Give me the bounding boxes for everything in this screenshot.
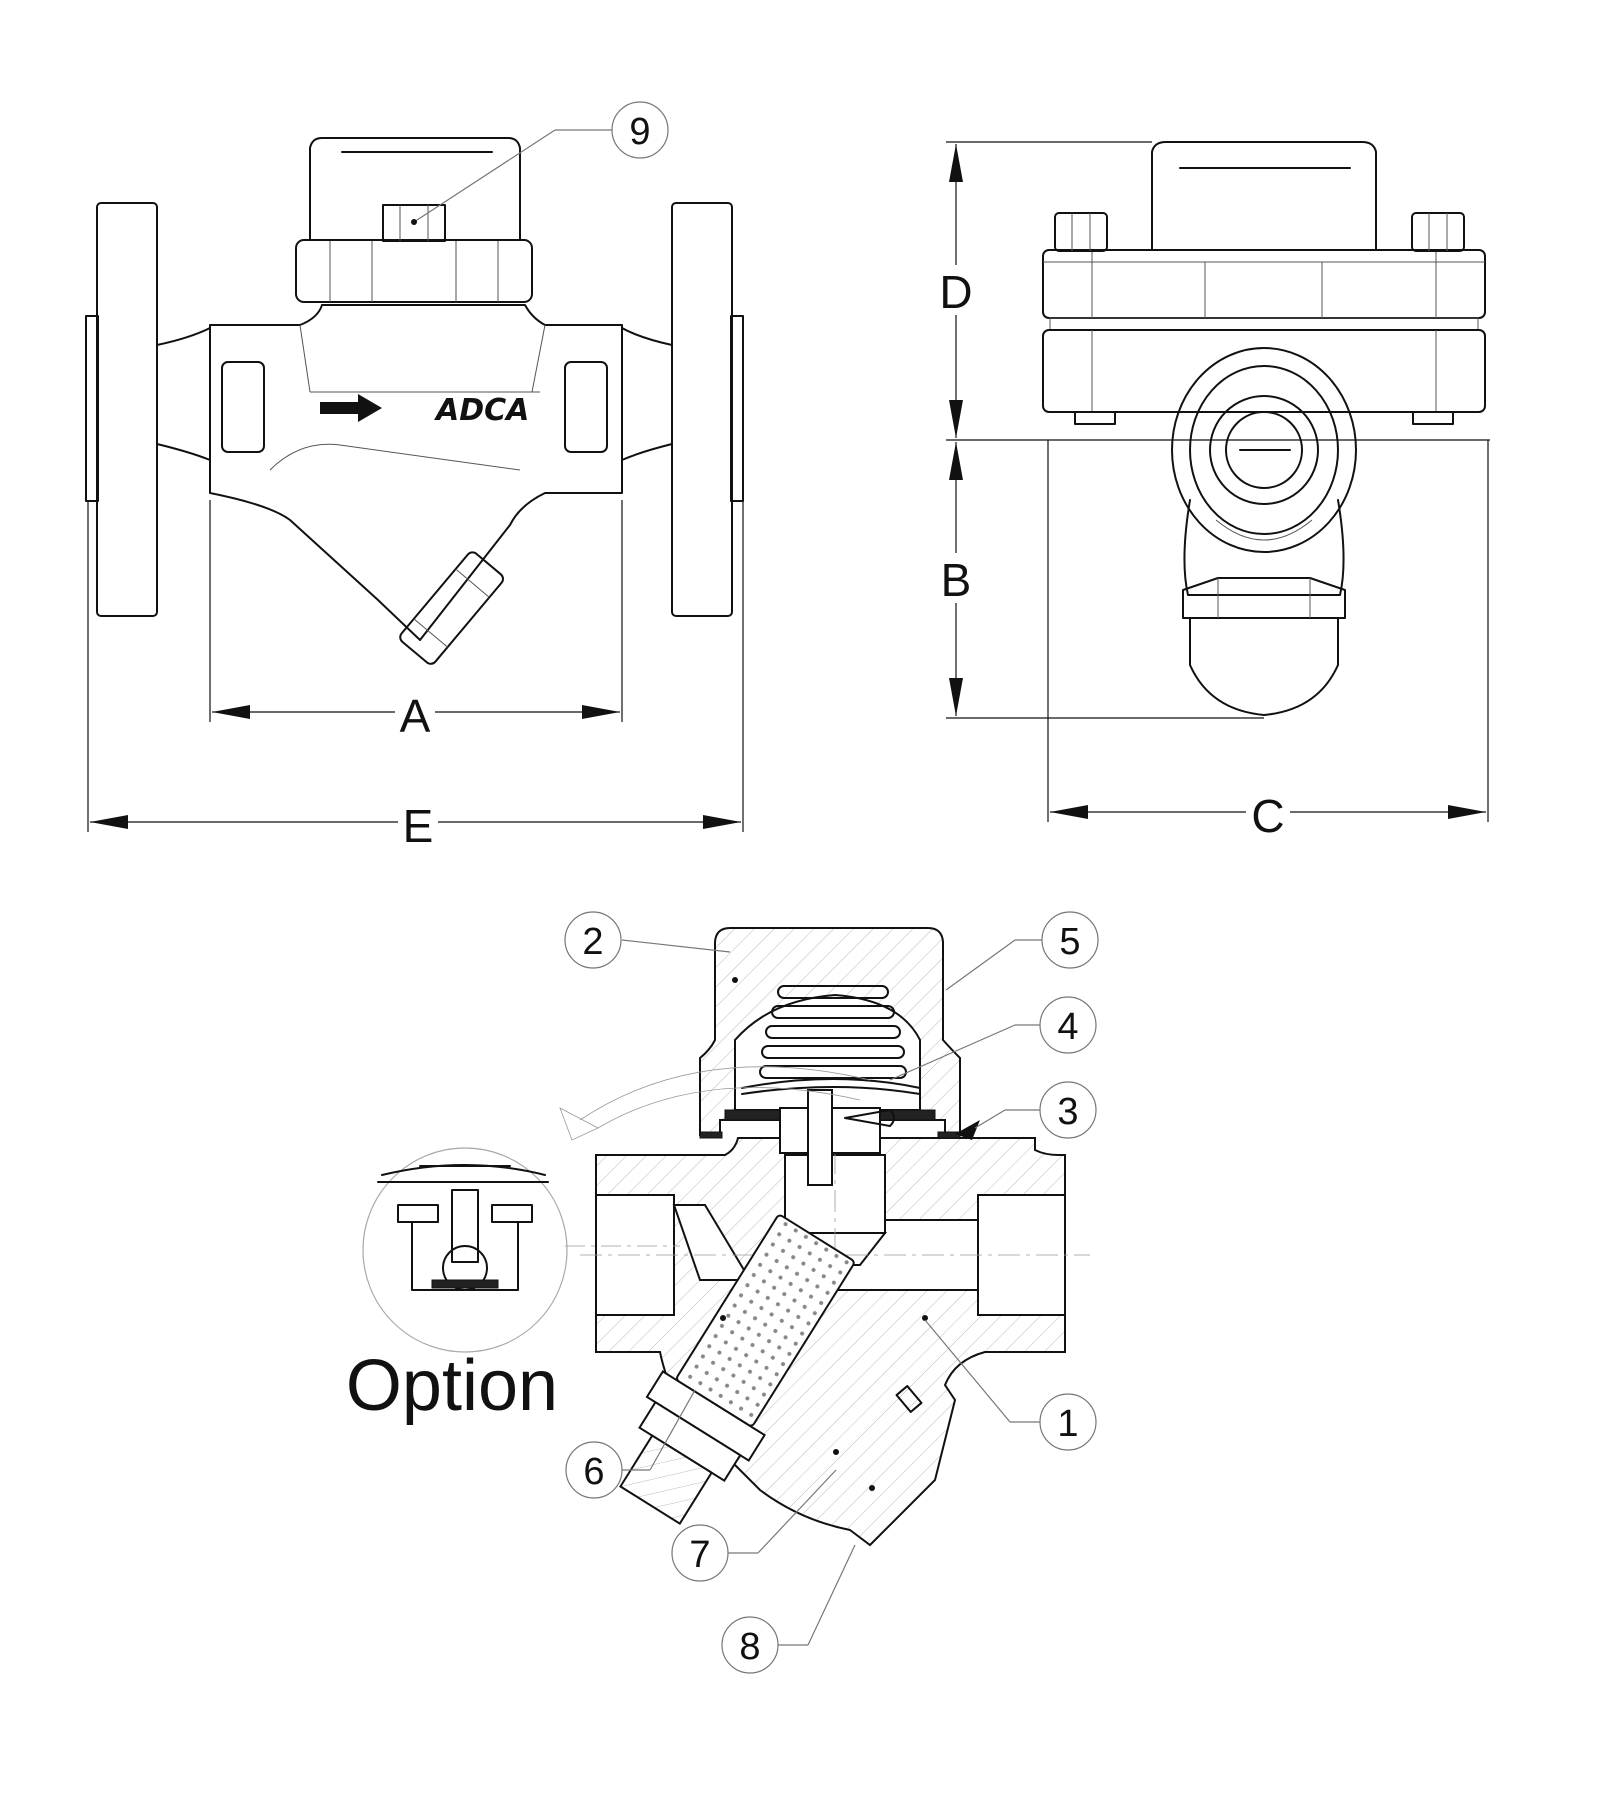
side-view bbox=[1042, 141, 1486, 716]
dimension-a: A bbox=[209, 500, 623, 742]
dimension-d-label: D bbox=[939, 266, 972, 318]
callout-4-label: 4 bbox=[1057, 1006, 1078, 1048]
callout-3-label: 3 bbox=[1057, 1091, 1078, 1133]
callout-4: 4 bbox=[889, 996, 1097, 1081]
callout-8-label: 8 bbox=[739, 1626, 760, 1668]
callout-7-label: 7 bbox=[689, 1534, 710, 1576]
option-label: Option bbox=[346, 1346, 558, 1426]
dimension-c: C bbox=[1047, 440, 1489, 842]
callout-2: 2 bbox=[564, 911, 731, 969]
callout-6: 6 bbox=[565, 1389, 696, 1499]
callout-5: 5 bbox=[945, 911, 1099, 991]
callout-6-label: 6 bbox=[583, 1451, 604, 1493]
callout-8: 8 bbox=[721, 1544, 856, 1674]
callout-9: 9 bbox=[411, 101, 669, 225]
strainer-screen bbox=[619, 1214, 855, 1525]
callout-5-label: 5 bbox=[1059, 921, 1080, 963]
option-detail bbox=[362, 1147, 568, 1353]
dimension-b: B bbox=[935, 439, 1490, 719]
callout-3: 3 bbox=[974, 1081, 1097, 1139]
callout-7: 7 bbox=[671, 1469, 837, 1582]
dimension-d: D bbox=[935, 141, 1152, 438]
dimension-e: E bbox=[87, 500, 744, 852]
dimension-a-label: A bbox=[400, 690, 431, 742]
spring bbox=[759, 985, 907, 1079]
dimension-e-label: E bbox=[403, 800, 434, 852]
dimension-b-label: B bbox=[941, 554, 972, 606]
brand-logo: ADCA bbox=[434, 393, 529, 428]
callout-2-label: 2 bbox=[582, 921, 603, 963]
section-view bbox=[559, 927, 1090, 1547]
callout-1: 1 bbox=[924, 1319, 1097, 1451]
dimension-c-label: C bbox=[1251, 790, 1284, 842]
callout-9-label: 9 bbox=[629, 111, 650, 153]
front-view: ADCA bbox=[85, 137, 744, 665]
callout-1-label: 1 bbox=[1057, 1403, 1078, 1445]
